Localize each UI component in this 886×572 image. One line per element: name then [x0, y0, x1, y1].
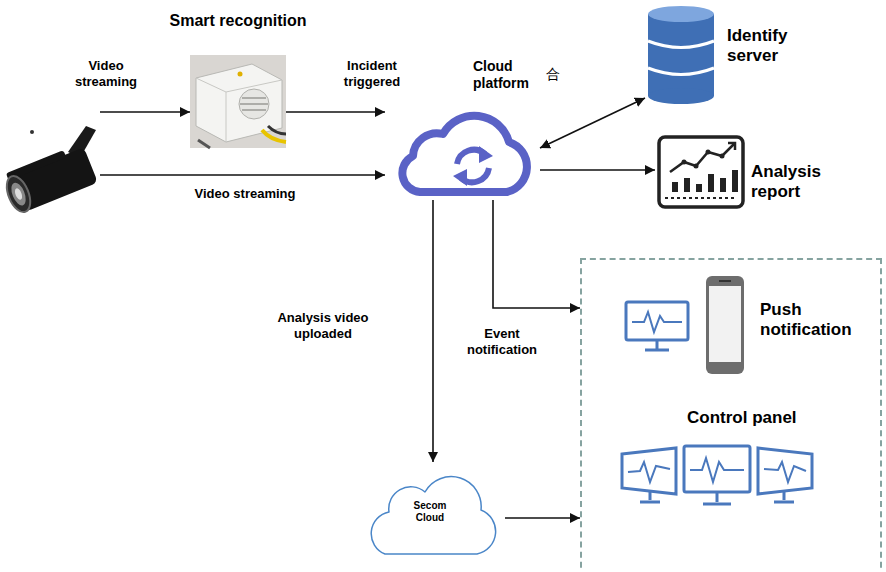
control-monitors-icon: [622, 446, 812, 504]
node-heading: Cloud platform: [473, 58, 553, 92]
flow-arrow: [540, 169, 655, 171]
device-photo: [190, 55, 286, 148]
node-heading: Smart recognition: [145, 11, 331, 30]
edge-label: Incident triggered: [333, 58, 411, 89]
connector-group: [100, 98, 655, 518]
flow-arrow: [505, 517, 580, 519]
node-label: Control panel: [687, 408, 817, 428]
push-node: Push notification: [622, 274, 877, 382]
node-label: Push notification: [760, 300, 872, 341]
edge-label-holder: Video streaming: [160, 186, 330, 202]
edge-label-holder: Incident triggered: [333, 58, 411, 89]
flow-arrow: [493, 200, 580, 308]
edge-label: Video streaming: [160, 186, 330, 202]
client-group-box: Push notificationControl panel: [580, 258, 882, 572]
edge-label: Event notification: [452, 326, 552, 357]
cloud-shape: [402, 116, 527, 192]
stray-glyph: 合: [546, 66, 560, 83]
node-label: Identify server: [727, 26, 819, 67]
flow-arrow: [432, 200, 434, 462]
cloud-shape: [371, 477, 495, 554]
flow-arrow: [100, 111, 190, 113]
flow-arrow: [540, 98, 645, 148]
camera-node: [6, 100, 100, 218]
sync-arrow: [453, 169, 467, 186]
control-panel-node: Control panel: [617, 408, 821, 523]
node-label: Analysis report: [751, 162, 835, 203]
node-label: Secom Cloud: [400, 500, 460, 524]
edge-label: Video streaming: [70, 58, 142, 89]
flow-arrow: [100, 174, 385, 176]
edge-label-holder: Analysis video uploaded: [268, 310, 378, 341]
cloud-platform-node: Cloud platform: [385, 108, 540, 200]
cloud-outline: [385, 108, 540, 200]
sync-arrow: [479, 146, 493, 163]
phone-icon: [706, 276, 744, 374]
report-node: Analysis report: [655, 132, 839, 214]
device-node: Smart recognition: [190, 55, 286, 148]
secom-cloud-node: Secom Cloud: [355, 462, 505, 562]
edge-label-holder: Video streaming: [70, 58, 142, 89]
camera-icon: [0, 126, 98, 215]
database-icon: [648, 6, 714, 104]
server-node: Identify server: [645, 4, 823, 104]
monitor-icon: [626, 302, 688, 350]
flow-arrow: [286, 111, 385, 113]
edge-label-holder: Event notification: [452, 326, 552, 357]
edge-label: Analysis video uploaded: [268, 310, 378, 341]
free-label-holder: 合: [546, 66, 560, 83]
report-chart-icon: [659, 137, 743, 207]
